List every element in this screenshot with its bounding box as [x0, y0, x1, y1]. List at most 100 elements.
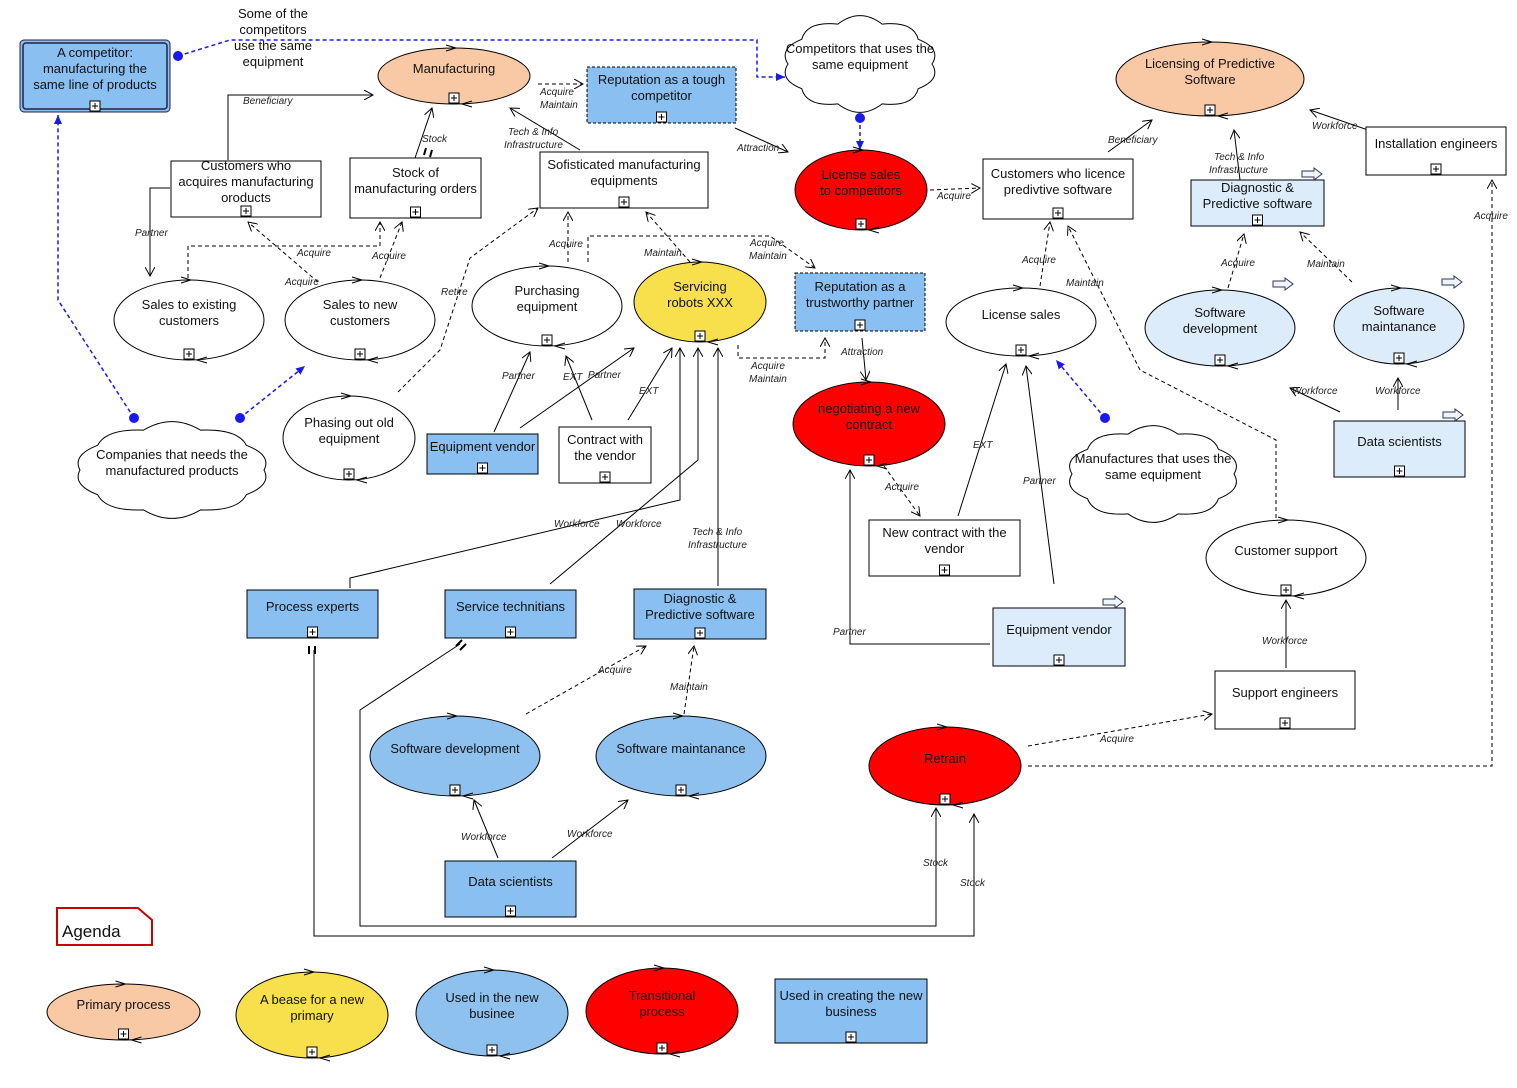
expand-icon[interactable]	[656, 1042, 668, 1054]
expand-icon[interactable]	[449, 784, 461, 796]
node-customer-support[interactable]: Customer support	[1205, 516, 1367, 600]
expand-icon[interactable]	[1214, 354, 1226, 366]
expand-icon[interactable]	[118, 1028, 129, 1040]
expand-icon[interactable]	[863, 454, 875, 466]
flag-arrow-icon	[1272, 277, 1294, 291]
node-shape	[868, 726, 1022, 806]
expand-icon[interactable]	[505, 626, 516, 638]
node-software-development[interactable]: Software development	[369, 712, 541, 800]
node-process-experts[interactable]: Process experts	[246, 589, 379, 639]
expand-icon[interactable]	[410, 206, 421, 218]
edge-label-partner: Partner	[135, 228, 168, 239]
node-label: manufactured products	[106, 463, 239, 478]
node-retrain[interactable]: Retrain	[868, 723, 1022, 809]
expand-icon[interactable]	[541, 334, 553, 346]
edge-label-workforce: Workforce	[1375, 386, 1421, 397]
expand-icon[interactable]	[1430, 163, 1442, 175]
expand-icon[interactable]	[1204, 104, 1216, 116]
expand-icon[interactable]	[1280, 584, 1292, 596]
edge-label-workforce: Workforce	[1312, 121, 1358, 132]
expand-icon[interactable]	[656, 111, 667, 123]
node-legend-primary[interactable]: Primary process	[46, 980, 201, 1044]
node-software-maintanance[interactable]: Software maintanance	[595, 712, 767, 800]
node-installation-engineers[interactable]: Installation engineers	[1365, 126, 1507, 176]
node-label: New contract with the	[882, 525, 1006, 540]
node-data-scientists-right[interactable]: Data scientists	[1333, 408, 1466, 478]
expand-icon[interactable]	[1279, 717, 1291, 729]
expand-icon[interactable]	[240, 205, 252, 217]
node-equipment-vendor-left[interactable]: Equipment vendor	[426, 433, 539, 475]
node-service-technitians[interactable]: Service technitians	[444, 589, 577, 639]
flow-tick	[180, 276, 193, 284]
expand-icon[interactable]	[486, 1044, 498, 1056]
expand-icon[interactable]	[694, 627, 706, 639]
expand-icon[interactable]	[855, 218, 867, 230]
node-equipment-vendor-right[interactable]: Equipment vendor	[992, 595, 1126, 667]
expand-icon[interactable]	[183, 348, 195, 360]
node-label: Used in creating the new	[779, 988, 923, 1003]
expand-icon[interactable]	[675, 784, 687, 796]
edge-label-acquire: Acquire	[750, 361, 785, 372]
expand-icon[interactable]	[845, 1031, 857, 1043]
expand-icon[interactable]	[354, 348, 366, 360]
expand-icon[interactable]	[1393, 352, 1405, 364]
node-diagnostic-center[interactable]: Diagnostic &Predictive software	[633, 588, 767, 640]
expand-icon[interactable]	[694, 330, 706, 342]
expand-icon[interactable]	[306, 1046, 318, 1058]
expand-icon[interactable]	[448, 92, 460, 104]
node-shape	[945, 287, 1097, 357]
node-label: equipment	[517, 299, 578, 314]
node-license-sales[interactable]: License sales	[945, 284, 1097, 360]
expand-icon[interactable]	[1394, 465, 1405, 477]
flow-tick	[460, 100, 473, 108]
expand-icon[interactable]	[1015, 344, 1027, 356]
expand-icon[interactable]	[477, 462, 488, 474]
agenda-tab[interactable]: Agenda	[56, 907, 153, 946]
expand-icon[interactable]	[618, 196, 630, 208]
expand-icon[interactable]	[599, 471, 611, 483]
expand-icon[interactable]	[343, 468, 355, 480]
node-label: A bease for a new	[260, 992, 365, 1007]
expand-icon[interactable]	[505, 905, 516, 917]
expand-icon[interactable]	[939, 793, 951, 805]
expand-icon[interactable]	[1053, 654, 1065, 666]
node-manufacturing[interactable]: Manufacturing	[377, 44, 531, 108]
expand-icon[interactable]	[307, 626, 318, 638]
node-data-scientists[interactable]: Data scientists	[444, 860, 577, 918]
expand-icon[interactable]	[854, 319, 866, 331]
expand-icon[interactable]	[939, 564, 950, 576]
node-label: Companies that needs the	[96, 447, 248, 462]
expand-icon[interactable]	[1252, 214, 1263, 226]
expand-icon[interactable]	[1052, 207, 1064, 219]
node-support-engineers[interactable]: Support engineers	[1214, 670, 1356, 730]
node-diagnostic-right[interactable]: Diagnostic &Predictive software	[1190, 167, 1325, 227]
expand-icon[interactable]	[89, 100, 101, 112]
